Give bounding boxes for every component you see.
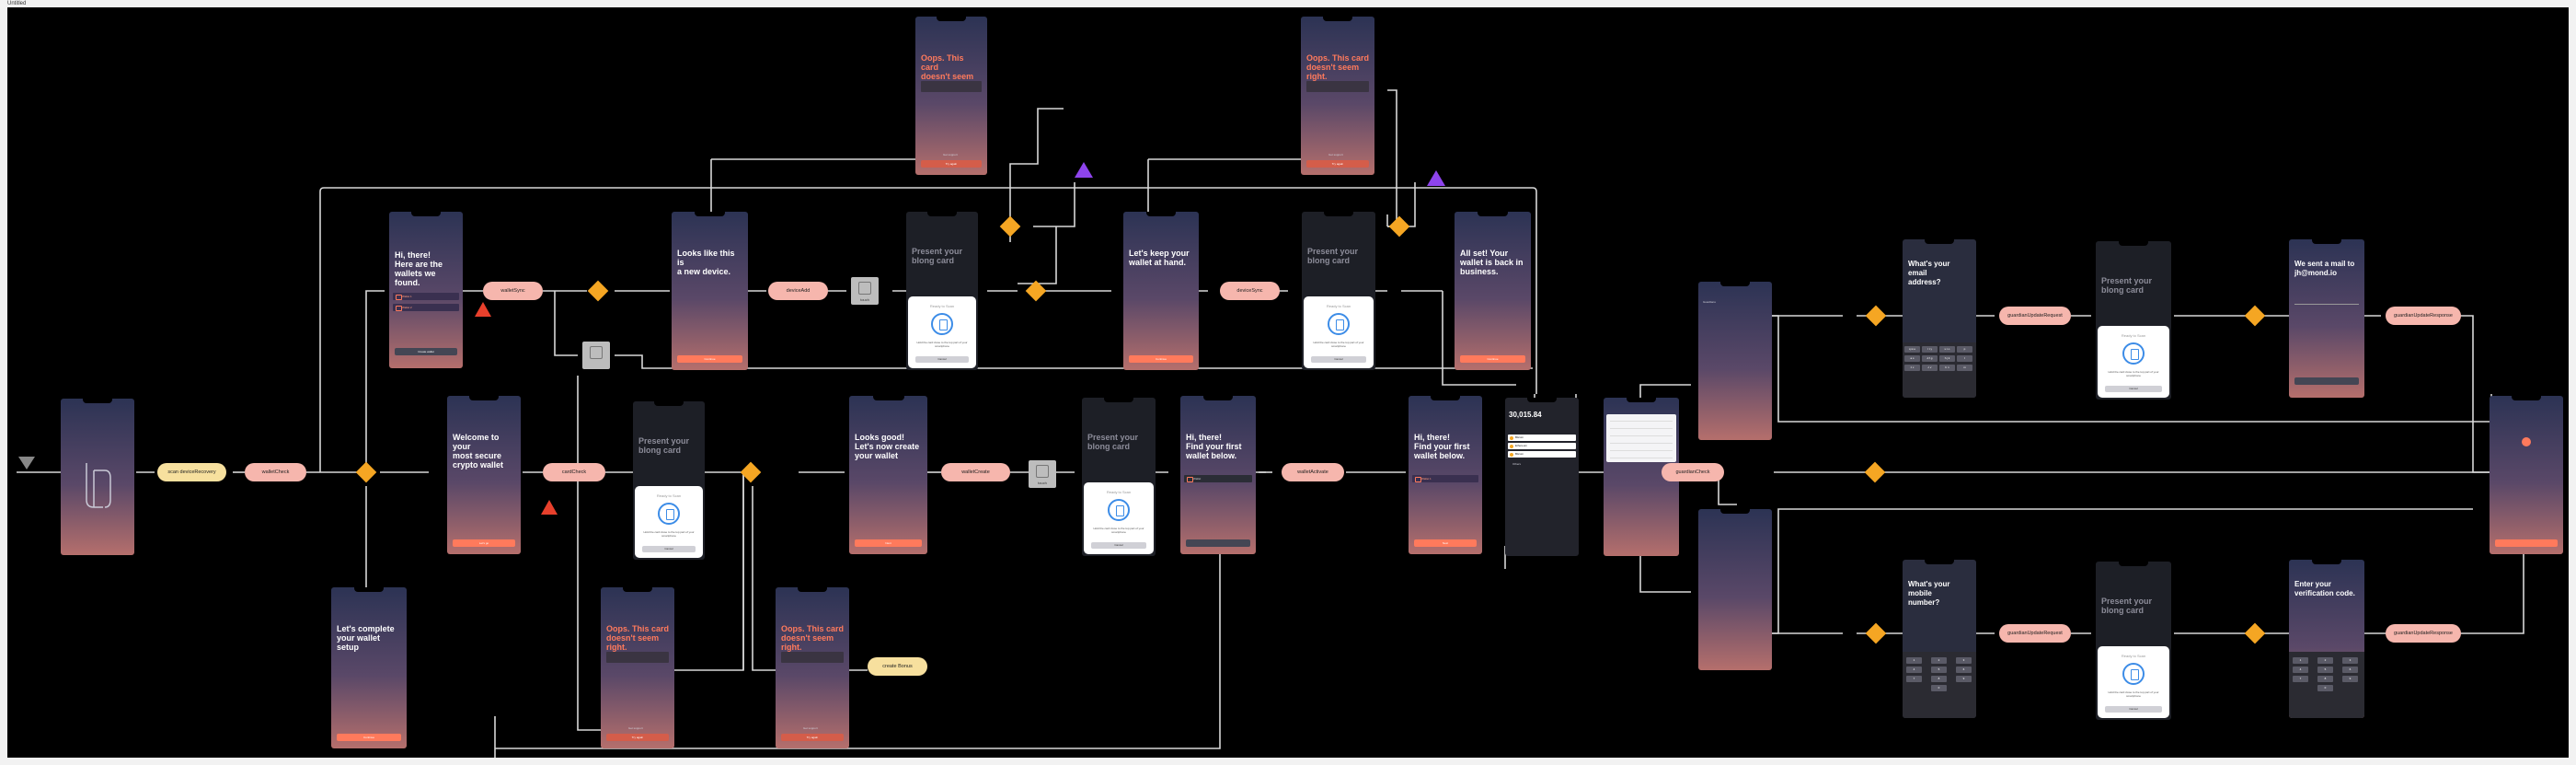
check-icon xyxy=(2522,437,2531,446)
next-button[interactable]: Next xyxy=(1414,539,1477,547)
wallet-row[interactable]: Wallet 1 xyxy=(393,293,459,300)
screen-title: Present your blong card xyxy=(912,247,963,265)
cancel-button[interactable]: Cancel xyxy=(642,546,696,552)
wallet-activate-node[interactable]: walletActivate xyxy=(1282,463,1344,481)
error-marker xyxy=(475,302,491,317)
touch-box[interactable]: touch xyxy=(851,277,879,305)
error-marker xyxy=(541,500,558,515)
scan-device-recovery-node[interactable]: scan deviceRecovery xyxy=(157,463,226,481)
next-button[interactable]: Next xyxy=(855,539,922,547)
present-card-screen[interactable]: Present your blong card Ready to Scan Ho… xyxy=(1082,398,1156,556)
present-card-screen[interactable]: Present your blong card Ready to Scan Ho… xyxy=(1302,212,1375,370)
continue-button[interactable]: Continue xyxy=(677,355,742,363)
guardian-screen[interactable] xyxy=(1698,509,1772,670)
present-card-screen[interactable]: Present your blong card Ready to Scan Ho… xyxy=(906,212,978,370)
nfc-card-icon xyxy=(1328,313,1350,335)
event-marker xyxy=(1427,170,1445,186)
flow-canvas[interactable]: scan deviceRecovery walletCheck Hi, ther… xyxy=(7,7,2569,758)
frame-label: Untitled xyxy=(7,1,27,6)
looks-good-screen[interactable]: Looks good! Let's now create your wallet… xyxy=(849,396,927,554)
card-check-node[interactable]: cardCheck xyxy=(543,463,605,481)
wallet-create-node[interactable]: walletCreate xyxy=(941,463,1010,481)
connector-lines xyxy=(17,89,2524,758)
continue-button[interactable]: Continue xyxy=(1129,355,1193,363)
present-card-screen[interactable]: Present your blong card Ready to Scan Ho… xyxy=(2096,241,2171,400)
welcome-screen[interactable]: Welcome to your most secure crypto walle… xyxy=(447,396,521,554)
device-add-node[interactable]: deviceAdd xyxy=(768,282,828,300)
nfc-card-icon xyxy=(1108,499,1130,521)
mail-sent-screen[interactable]: We sent a mail to jh@mond.io xyxy=(2289,239,2364,398)
cancel-button[interactable]: Cancel xyxy=(2105,386,2162,392)
present-card-screen[interactable]: Present your blong card Ready to Scan Ho… xyxy=(2096,562,2171,720)
continue-button[interactable]: Continue xyxy=(337,734,401,741)
nfc-card-icon xyxy=(2122,663,2145,685)
wallet-sync-node[interactable]: walletSync xyxy=(483,282,543,300)
try-again-button[interactable]: Try again xyxy=(1306,160,1369,168)
splash-screen[interactable] xyxy=(61,399,134,555)
nfc-card-icon xyxy=(931,313,953,335)
guardian-check-node[interactable]: guardianCheck xyxy=(1662,463,1724,481)
wallets-found-screen[interactable]: Hi, there! Here are the wallets we found… xyxy=(389,212,463,368)
oops-screen[interactable]: Oops. This card doesn't seem right. Get … xyxy=(601,587,674,748)
find-wallet-screen[interactable]: Hi, there! Find your first wallet below.… xyxy=(1409,396,1482,554)
event-marker xyxy=(1075,162,1093,178)
screen-title: Let's keep your wallet at hand. xyxy=(1129,249,1190,267)
screen-title: Hi, there! Here are the wallets we found… xyxy=(395,250,443,287)
touch-box[interactable] xyxy=(582,342,610,369)
try-again-button[interactable]: Try again xyxy=(781,734,844,741)
next-button[interactable] xyxy=(1186,539,1250,547)
start-marker xyxy=(18,457,35,469)
scan-sheet: Ready to Scan Hold the card close to the… xyxy=(2098,326,2169,398)
cancel-button[interactable]: Cancel xyxy=(915,356,969,363)
guardian-screen[interactable]: Guardians xyxy=(1698,282,1772,440)
balance: 30,015.84 xyxy=(1509,411,1542,419)
cancel-button[interactable]: Cancel xyxy=(1091,542,1146,549)
oops-screen[interactable]: Oops. This card doesn't seem right. Get … xyxy=(776,587,849,748)
try-again-button[interactable]: Try again xyxy=(606,734,669,741)
guardian-update-request-node[interactable]: guardianUpdateRequest xyxy=(1999,307,2071,325)
try-again-button[interactable]: Try again xyxy=(921,160,982,168)
guardian-update-response-node[interactable]: guardianUpdateResponse xyxy=(2386,307,2461,325)
cancel-button[interactable]: Cancel xyxy=(1311,356,1366,363)
wallet-row[interactable]: Wallet 1 xyxy=(1412,475,1478,482)
email-screen[interactable]: What's your email address? q w e r t y u… xyxy=(1903,239,1976,398)
oops-screen[interactable]: Oops. This card doesn't seem right. Get … xyxy=(915,17,987,175)
scan-sheet: Ready to Scan Hold the card close to the… xyxy=(1084,482,1154,554)
guardian-update-request-node[interactable]: guardianUpdateRequest xyxy=(1999,624,2071,643)
done-button[interactable] xyxy=(2495,539,2558,547)
scan-sheet: Ready to Scan Hold the card close to the… xyxy=(635,486,703,558)
lets-go-button[interactable]: Let's go xyxy=(453,539,515,547)
all-set-screen[interactable]: All set! Your wallet is back in business… xyxy=(1455,212,1531,370)
create-bonus-node[interactable]: create Bonus xyxy=(868,657,927,676)
home-screen[interactable]: 30,015.84 Bitcoin Ethereum Bitcoin Other… xyxy=(1505,398,1579,556)
logo-icon xyxy=(86,463,111,508)
nfc-card-icon xyxy=(2122,342,2145,365)
create-wallet-button[interactable]: Create wallet xyxy=(395,348,457,355)
success-screen[interactable] xyxy=(2490,396,2563,554)
present-card-screen[interactable]: Present your blong card Ready to Scan Ho… xyxy=(633,401,705,560)
wallet-row[interactable]: Wallet 2 xyxy=(393,304,459,311)
scan-sheet: Ready to Scan Hold the card close to the… xyxy=(908,296,976,368)
device-sync-node[interactable]: deviceSync xyxy=(1220,282,1280,300)
screen-title: Looks like this is a new device. xyxy=(677,249,735,276)
continue-button[interactable]: Continue xyxy=(1460,355,1525,363)
wallet-check-node[interactable]: walletCheck xyxy=(245,463,306,481)
new-device-screen[interactable]: Looks like this is a new device. Continu… xyxy=(672,212,748,370)
cancel-button[interactable]: Cancel xyxy=(2105,706,2162,713)
touch-box[interactable]: touch xyxy=(1029,460,1056,488)
wallet-row[interactable]: Wallet xyxy=(1184,475,1252,482)
oops-screen[interactable]: Oops. This card doesn't seem right. Get … xyxy=(1301,17,1374,175)
scan-sheet: Ready to Scan Hold the card close to the… xyxy=(1304,296,1374,368)
nfc-card-icon xyxy=(658,503,680,525)
keep-wallet-screen[interactable]: Let's keep your wallet at hand. Continue xyxy=(1123,212,1199,370)
guardian-update-response-node[interactable]: guardianUpdateResponse xyxy=(2386,624,2461,643)
find-wallet-screen[interactable]: Hi, there! Find your first wallet below.… xyxy=(1180,396,1256,554)
scan-sheet: Ready to Scan Hold the card close to the… xyxy=(2098,646,2169,718)
complete-setup-screen[interactable]: Let's complete your wallet setup Continu… xyxy=(331,587,407,748)
